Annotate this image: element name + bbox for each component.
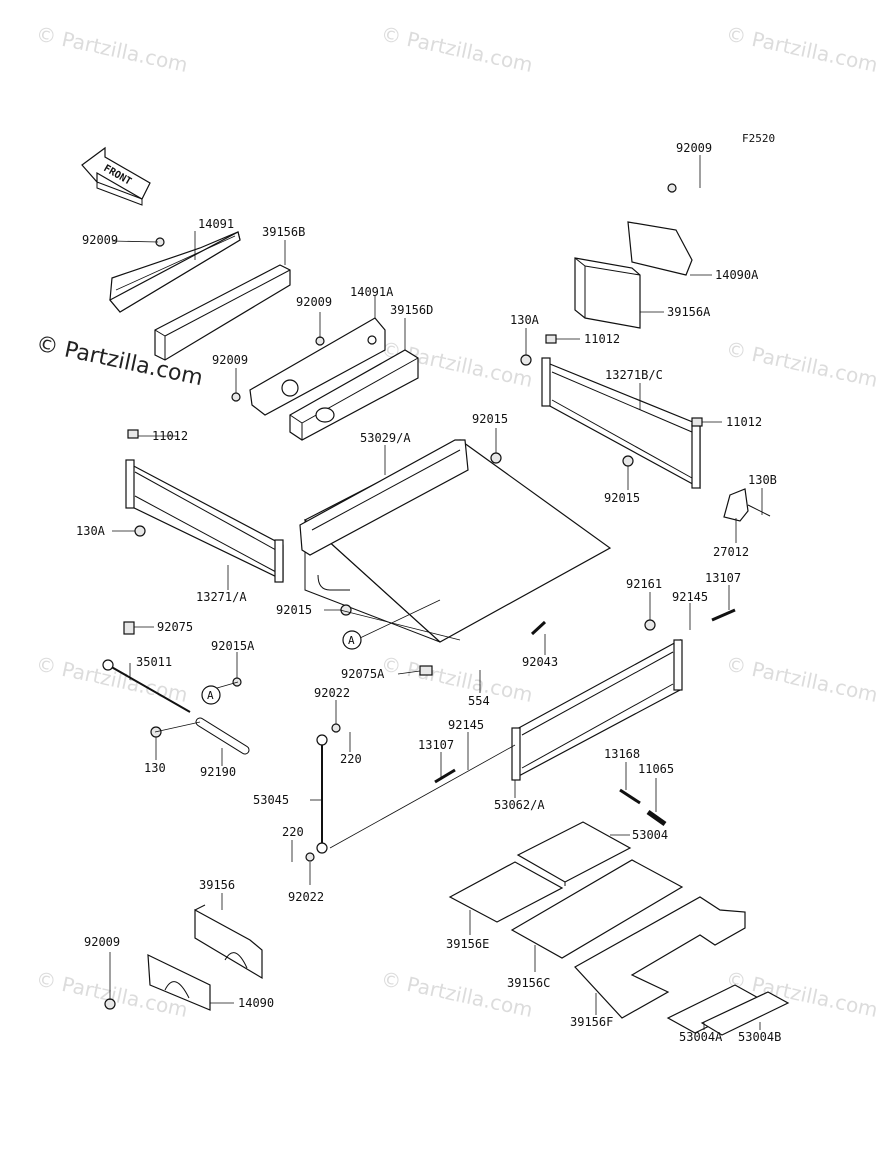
part-label: 130B — [748, 473, 777, 487]
watermark-text: © Partzilla.com — [379, 21, 535, 77]
mat-39156C — [510, 859, 684, 959]
part-label: 13168 — [604, 747, 640, 761]
part-label: 13107 — [705, 571, 741, 585]
part-drawings: A A — [102, 155, 790, 1036]
mat-39156E — [448, 861, 564, 923]
pad-39156A — [574, 257, 641, 329]
part-label: 53062/A — [494, 798, 545, 812]
part-label: 130 — [144, 761, 166, 775]
watermark-text: © Partzilla.com — [379, 651, 535, 707]
part-label: 14090 — [238, 996, 274, 1010]
part-label: 11012 — [726, 415, 762, 429]
side-gate-13271BC — [541, 357, 701, 490]
pad-39156B — [154, 264, 291, 361]
part-label: 14091 — [198, 217, 234, 231]
part-label: 220 — [282, 825, 304, 839]
pipe-92190 — [195, 717, 250, 755]
part-label: 53004B — [738, 1030, 781, 1044]
part-label: 92043 — [522, 655, 558, 669]
leader-lines — [109, 155, 763, 1030]
callout-a-label: A — [207, 689, 214, 702]
part-label: 92009 — [212, 353, 248, 367]
part-label: 11065 — [638, 762, 674, 776]
part-label: 130A — [510, 313, 540, 327]
panel-14090 — [147, 954, 211, 1011]
part-label: 92022 — [314, 686, 350, 700]
mat-53004B — [700, 991, 790, 1036]
pad-39156 — [194, 904, 263, 980]
tailgate-53062 — [511, 638, 683, 781]
part-label: 14090A — [715, 268, 759, 282]
part-label: 92009 — [676, 141, 712, 155]
cable-53045 — [316, 734, 328, 854]
part-label: 39156C — [507, 976, 550, 990]
side-gate-13271A — [125, 459, 284, 583]
cargo-bed-53029 — [299, 439, 612, 643]
part-label: 92015 — [276, 603, 312, 617]
part-label: 39156A — [667, 305, 711, 319]
part-label: 35011 — [136, 655, 172, 669]
part-label: 92145 — [448, 718, 484, 732]
part-label: 13271B/C — [605, 368, 663, 382]
part-label: 53004 — [632, 828, 668, 842]
watermark-text: © Partzilla.com — [724, 21, 880, 77]
part-label: 39156E — [446, 937, 489, 951]
mat-39156F — [574, 896, 746, 1019]
part-label: 53045 — [253, 793, 289, 807]
part-label: 11012 — [584, 332, 620, 346]
watermark-text: © Partzilla.com — [379, 966, 535, 1022]
part-label: 92015A — [211, 639, 255, 653]
part-label: 92145 — [672, 590, 708, 604]
part-label: 92009 — [296, 295, 332, 309]
callout-a-1: A — [342, 630, 362, 650]
part-label: 92190 — [200, 765, 236, 779]
watermark-text: © Partzilla.com — [724, 651, 880, 707]
panel-14090A — [627, 221, 693, 276]
part-label: 130A — [76, 524, 106, 538]
part-label: 53004A — [679, 1030, 723, 1044]
part-label: 14091A — [350, 285, 394, 299]
latch-27012 — [723, 488, 771, 522]
part-label: 92075 — [157, 620, 193, 634]
bracket-14091A — [249, 317, 386, 416]
part-label: 39156 — [199, 878, 235, 892]
mat-53004 — [516, 821, 632, 886]
part-label: 554 — [468, 694, 490, 708]
part-label: 53029/A — [360, 431, 411, 445]
part-label: 92075A — [341, 667, 385, 681]
part-label: 11012 — [152, 429, 188, 443]
part-label: 27012 — [713, 545, 749, 559]
part-label: 13107 — [418, 738, 454, 752]
part-label: 92009 — [82, 233, 118, 247]
part-label: 13271/A — [196, 590, 247, 604]
part-label: 39156F — [570, 1015, 613, 1029]
part-label: 39156B — [262, 225, 305, 239]
part-label: 220 — [340, 752, 362, 766]
part-label: 92015 — [472, 412, 508, 426]
part-label: 92009 — [84, 935, 120, 949]
part-label: 92161 — [626, 577, 662, 591]
rod-35011 — [102, 659, 191, 713]
callout-a-2: A — [201, 685, 221, 705]
watermark-text: © Partzilla.com — [34, 21, 190, 77]
part-labels: 92009 14091 39156B 92009 14091A 39156D 9… — [76, 141, 781, 1044]
watermark-text: © Partzilla.com — [724, 336, 880, 392]
part-label: 92015 — [604, 491, 640, 505]
figure-code: F2520 — [742, 132, 775, 145]
callout-a-label: A — [348, 634, 355, 647]
front-arrow-icon: FRONT — [81, 146, 151, 206]
part-label: 39156D — [390, 303, 433, 317]
part-label: 92022 — [288, 890, 324, 904]
